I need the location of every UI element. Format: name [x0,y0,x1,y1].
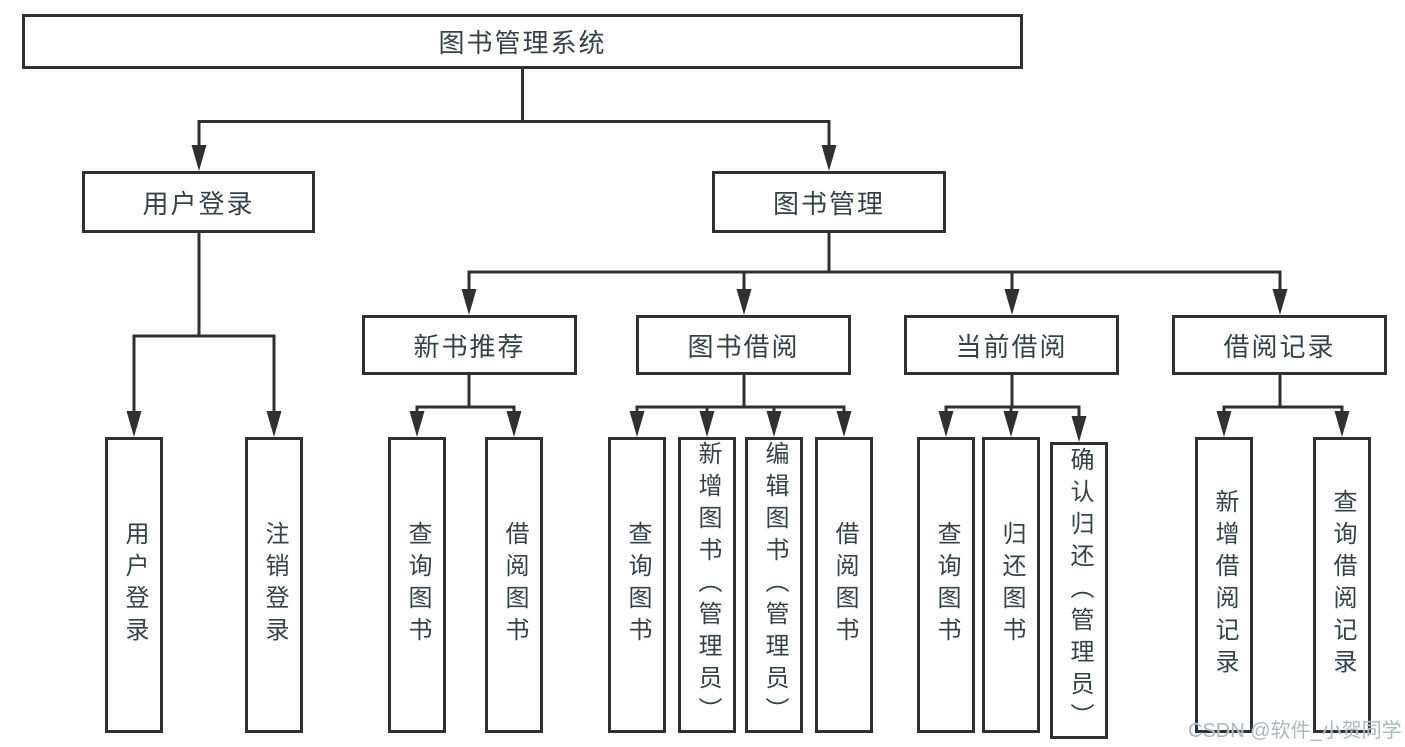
leaf-current-query-books: 查询图书 [917,437,975,733]
node-new-book-recommend: 新书推荐 [362,315,577,375]
node-borrowing-records: 借阅记录 [1172,315,1387,375]
leaf-current-query-books-label: 查询图书 [933,521,960,649]
leaf-borrowing-query-books-label: 查询图书 [624,521,651,649]
node-book-management: 图书管理 [712,171,946,233]
leaf-return-books-label: 归还图书 [998,521,1025,649]
arrow-down-icons [126,145,1350,442]
leaf-add-borrow-record-label: 新增借阅记录 [1211,489,1238,681]
csdn-watermark: CSDN @软件_小贺同学 [1188,720,1402,742]
leaf-add-borrow-record: 新增借阅记录 [1195,437,1253,733]
node-current-borrowing: 当前借阅 [904,315,1119,375]
leaf-edit-books-admin-label: 编辑图书（管理员） [761,441,788,729]
node-library-system: 图书管理系统 [22,14,1023,69]
node-book-borrowing: 图书借阅 [636,315,851,375]
leaf-add-books-admin-label: 新增图书（管理员） [694,441,721,729]
node-current-borrowing-label: 当前借阅 [955,331,1068,362]
leaf-query-borrow-record: 查询借阅记录 [1313,437,1371,733]
node-user-login: 用户登录 [82,171,315,233]
leaf-logout-label: 注销登录 [261,521,288,649]
leaf-return-books: 归还图书 [982,437,1040,733]
node-book-management-label: 图书管理 [772,188,885,219]
leaf-borrowing-borrow-books-label: 借阅图书 [831,521,858,649]
leaf-user-login: 用户登录 [105,437,163,733]
node-book-borrowing-label: 图书借阅 [687,331,800,362]
leaf-newbook-borrow-books: 借阅图书 [485,437,543,733]
leaf-edit-books-admin: 编辑图书（管理员） [745,437,803,733]
leaf-newbook-query-books: 查询图书 [388,437,446,733]
leaf-borrowing-borrow-books: 借阅图书 [815,437,873,733]
leaf-logout: 注销登录 [245,437,303,733]
leaf-newbook-query-books-label: 查询图书 [404,521,431,649]
leaf-confirm-return-admin: 确认归还（管理员） [1050,442,1108,739]
leaf-newbook-borrow-books-label: 借阅图书 [501,521,528,649]
node-user-login-label: 用户登录 [142,188,255,219]
node-borrowing-records-label: 借阅记录 [1223,331,1336,362]
node-new-book-recommend-label: 新书推荐 [413,331,526,362]
leaf-query-borrow-record-label: 查询借阅记录 [1329,489,1356,681]
leaf-borrowing-query-books: 查询图书 [608,437,666,733]
node-library-system-label: 图书管理系统 [438,28,607,58]
leaf-confirm-return-admin-label: 确认归还（管理员） [1066,446,1093,735]
leaf-add-books-admin: 新增图书（管理员） [678,437,736,733]
leaf-user-login-label: 用户登录 [121,521,148,649]
